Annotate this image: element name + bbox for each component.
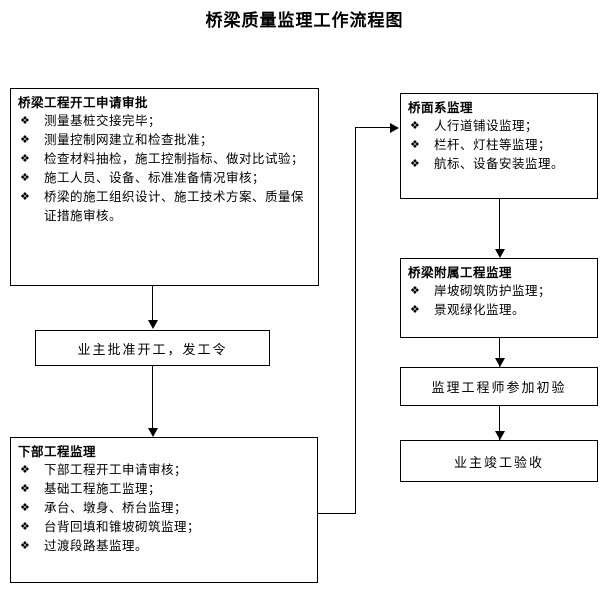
node-supervising-engineer-initial-inspection: 监理工程师参加初验 <box>400 367 598 406</box>
arrowhead-right-icon <box>390 123 399 133</box>
diamond-bullet-icon: ❖ <box>410 284 421 297</box>
list-item: ❖ 台背回填和锥坡砌筑监理； <box>18 517 311 536</box>
node-heading: 桥梁工程开工申请审批 <box>18 95 149 110</box>
diamond-bullet-icon: ❖ <box>20 501 31 514</box>
diamond-bullet-icon: ❖ <box>20 190 31 203</box>
diamond-bullet-icon: ❖ <box>20 114 31 127</box>
list-item-label: 基础工程施工监理； <box>44 481 162 496</box>
list-item: ❖ 基础工程施工监理； <box>18 479 311 498</box>
node-heading: 桥梁附属工程监理 <box>408 265 513 280</box>
connector-ancillary-to-initial-inspection <box>499 338 500 368</box>
list-item: ❖ 人行道铺设监理； <box>408 116 591 135</box>
list-item: ❖ 下部工程开工申请审核； <box>18 460 311 479</box>
connector-substructure-to-deck-horizontal-upper <box>355 127 391 128</box>
list-item-label: 桥梁的施工组织设计、施工技术方案、质量保证措施审核。 <box>44 189 305 223</box>
list-item-label: 施工人员、设备、标准准备情况审核； <box>44 170 266 185</box>
list-item-label: 检查材料抽检，施工控制指标、做对比试验； <box>44 151 305 166</box>
list-item-label: 栏杆、灯柱等监理； <box>434 137 552 152</box>
list-item: ❖ 岸坡砌筑防护监理； <box>408 281 591 300</box>
node-item-list: ❖ 测量基桩交接完毕； ❖ 测量控制网建立和检查批准； ❖ 检查材料抽检，施工控制指标… <box>18 111 312 225</box>
node-label: 监理工程师参加初验 <box>431 381 567 396</box>
list-item-label: 下部工程开工申请审核； <box>44 462 188 477</box>
list-item: ❖ 栏杆、灯柱等监理； <box>408 135 591 154</box>
node-label: 业主批准开工，发工令 <box>77 342 228 358</box>
arrowhead-down-icon <box>148 428 158 437</box>
diamond-bullet-icon: ❖ <box>410 303 421 316</box>
list-item-label: 过渡段路基监理。 <box>44 538 149 553</box>
list-item-label: 人行道铺设监理； <box>434 118 539 133</box>
list-item-label: 岸坡砌筑防护监理； <box>434 283 552 298</box>
node-bridge-deck-system-supervision: 桥面系监理 ❖ 人行道铺设监理； ❖ 栏杆、灯柱等监理； ❖ 航标、设备安装监理。 <box>400 93 598 199</box>
node-item-list: ❖ 人行道铺设监理； ❖ 栏杆、灯柱等监理； ❖ 航标、设备安装监理。 <box>408 116 591 173</box>
connector-substructure-to-deck-horizontal-lower <box>318 513 356 514</box>
arrowhead-down-icon <box>495 358 505 367</box>
connector-substructure-to-deck-vertical <box>355 127 356 514</box>
connector-start-to-owner-approve <box>152 286 153 321</box>
list-item-label: 航标、设备安装监理。 <box>434 156 565 171</box>
list-item: ❖ 桥梁的施工组织设计、施工技术方案、质量保证措施审核。 <box>18 187 312 225</box>
list-item-label: 景观绿化监理。 <box>434 302 526 317</box>
arrowhead-down-icon <box>495 431 505 440</box>
node-owner-final-acceptance: 业主竣工验收 <box>400 440 598 482</box>
list-item: ❖ 施工人员、设备、标准准备情况审核； <box>18 168 312 187</box>
node-item-list: ❖ 下部工程开工申请审核； ❖ 基础工程施工监理； ❖ 承台、墩身、桥台监理； ❖ 台背… <box>18 460 311 555</box>
node-item-list: ❖ 岸坡砌筑防护监理； ❖ 景观绿化监理。 <box>408 281 591 319</box>
list-item: ❖ 测量控制网建立和检查批准； <box>18 130 312 149</box>
diamond-bullet-icon: ❖ <box>20 171 31 184</box>
node-bridge-construction-start-approval: 桥梁工程开工申请审批 ❖ 测量基桩交接完毕； ❖ 测量控制网建立和检查批准； ❖ 检查… <box>10 88 319 286</box>
list-item: ❖ 航标、设备安装监理。 <box>408 154 591 173</box>
list-item: ❖ 检查材料抽检，施工控制指标、做对比试验； <box>18 149 312 168</box>
connector-owner-approve-to-substructure <box>152 366 153 429</box>
arrowhead-down-icon <box>148 320 158 329</box>
node-bridge-ancillary-works-supervision: 桥梁附属工程监理 ❖ 岸坡砌筑防护监理； ❖ 景观绿化监理。 <box>400 258 598 338</box>
list-item: ❖ 景观绿化监理。 <box>408 300 591 319</box>
diamond-bullet-icon: ❖ <box>20 482 31 495</box>
diamond-bullet-icon: ❖ <box>410 119 421 132</box>
diamond-bullet-icon: ❖ <box>410 157 421 170</box>
node-owner-approves-construction-start: 业主批准开工，发工令 <box>35 330 270 366</box>
node-label: 业主竣工验收 <box>453 455 544 471</box>
arrowhead-down-icon <box>495 249 505 258</box>
list-item: ❖ 过渡段路基监理。 <box>18 536 311 555</box>
diamond-bullet-icon: ❖ <box>20 539 31 552</box>
diamond-bullet-icon: ❖ <box>20 520 31 533</box>
diamond-bullet-icon: ❖ <box>20 133 31 146</box>
list-item: ❖ 承台、墩身、桥台监理； <box>18 498 311 517</box>
connector-deck-to-ancillary <box>499 199 500 250</box>
list-item: ❖ 测量基桩交接完毕； <box>18 111 312 130</box>
connector-initial-inspection-to-final-acceptance <box>499 406 500 441</box>
node-heading: 下部工程监理 <box>18 444 97 459</box>
node-heading: 桥面系监理 <box>408 100 474 115</box>
node-substructure-supervision: 下部工程监理 ❖ 下部工程开工申请审核； ❖ 基础工程施工监理； ❖ 承台、墩身、桥台… <box>10 437 318 583</box>
diamond-bullet-icon: ❖ <box>20 152 31 165</box>
list-item-label: 台背回填和锥坡砌筑监理； <box>44 519 201 534</box>
list-item-label: 承台、墩身、桥台监理； <box>44 500 188 515</box>
list-item-label: 测量控制网建立和检查批准； <box>44 132 214 147</box>
diamond-bullet-icon: ❖ <box>20 463 31 476</box>
diamond-bullet-icon: ❖ <box>410 138 421 151</box>
list-item-label: 测量基桩交接完毕； <box>44 113 162 128</box>
page-title: 桥梁质量监理工作流程图 <box>205 11 404 31</box>
